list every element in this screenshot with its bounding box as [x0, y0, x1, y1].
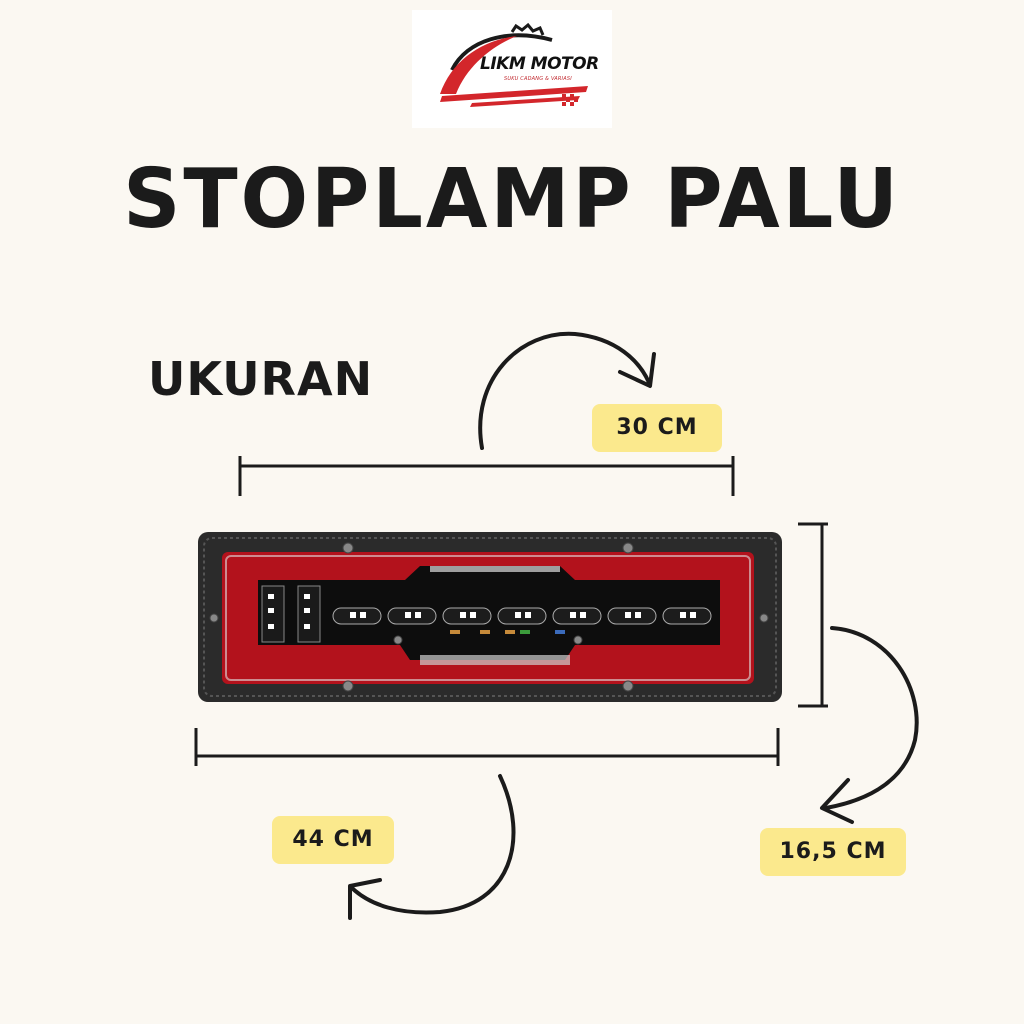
stoplamp-image: [198, 532, 782, 702]
height-measure-line: [798, 522, 828, 708]
dimension-bottom-width: 44 CM: [272, 816, 394, 864]
section-label: UKURAN: [148, 352, 374, 406]
dimension-height: 16,5 CM: [760, 828, 906, 876]
top-measure-line: [238, 456, 735, 496]
curved-arrow-left-icon: [348, 774, 516, 920]
brand-logo: LIKM MOTOR SUKU CADANG & VARIASI: [412, 10, 612, 128]
logo-name: LIKM MOTOR: [480, 54, 599, 74]
curved-arrow-right-icon: [478, 331, 656, 450]
curved-arrow-down-left-icon: [820, 626, 919, 824]
bottom-measure-line: [194, 728, 780, 766]
dimension-top-width: 30 CM: [592, 404, 722, 452]
page-title: STOPLAMP PALU: [123, 152, 901, 247]
logo-tagline: SUKU CADANG & VARIASI: [504, 76, 572, 82]
logo-swoosh-icon: [440, 22, 588, 107]
